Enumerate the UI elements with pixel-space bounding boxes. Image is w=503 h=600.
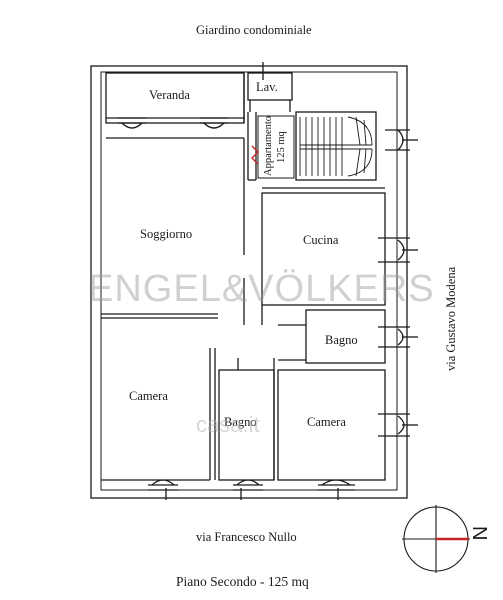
window-top-1 — [118, 117, 146, 129]
compass — [402, 505, 470, 573]
room-label-bath-right: Bagno — [325, 333, 358, 347]
room-label-bedroom-left: Camera — [129, 389, 168, 403]
apartment-tag-line1: Appartamento — [263, 115, 274, 176]
room-label-laundry: Lav. — [256, 80, 278, 94]
street-top: Giardino condominiale — [196, 23, 312, 37]
watermark-secondary: casa.it — [196, 412, 260, 437]
compass-north-letter: N — [468, 526, 490, 541]
apartment-marker — [251, 145, 259, 165]
room-label-bedroom-right: Camera — [307, 415, 346, 429]
plan-title: Piano Secondo - 125 mq — [176, 574, 309, 589]
kitchen-room — [261, 192, 386, 306]
apartment-tag-box — [257, 115, 295, 179]
street-bottom: via Francesco Nullo — [196, 530, 297, 544]
window-top-2 — [200, 117, 228, 129]
stairs — [295, 111, 377, 181]
outer-wall-outline — [90, 65, 408, 499]
room-label-kitchen: Cucina — [303, 233, 339, 247]
apartment-tag-line2: 125 mq — [276, 131, 287, 163]
street-right: via Gustavo Modena — [444, 266, 458, 371]
room-label-veranda: Veranda — [149, 88, 190, 102]
window-bottom-1 — [148, 479, 178, 491]
room-label-living: Soggiorno — [140, 227, 193, 241]
window-bottom-3 — [318, 479, 355, 491]
watermark-brand: ENGEL&VÖLKERS — [88, 268, 435, 310]
window-bottom-2 — [233, 479, 263, 491]
laundry-room — [247, 72, 293, 101]
room-label-bath-center: Bagno — [224, 415, 257, 429]
bath-right-room — [305, 309, 386, 364]
